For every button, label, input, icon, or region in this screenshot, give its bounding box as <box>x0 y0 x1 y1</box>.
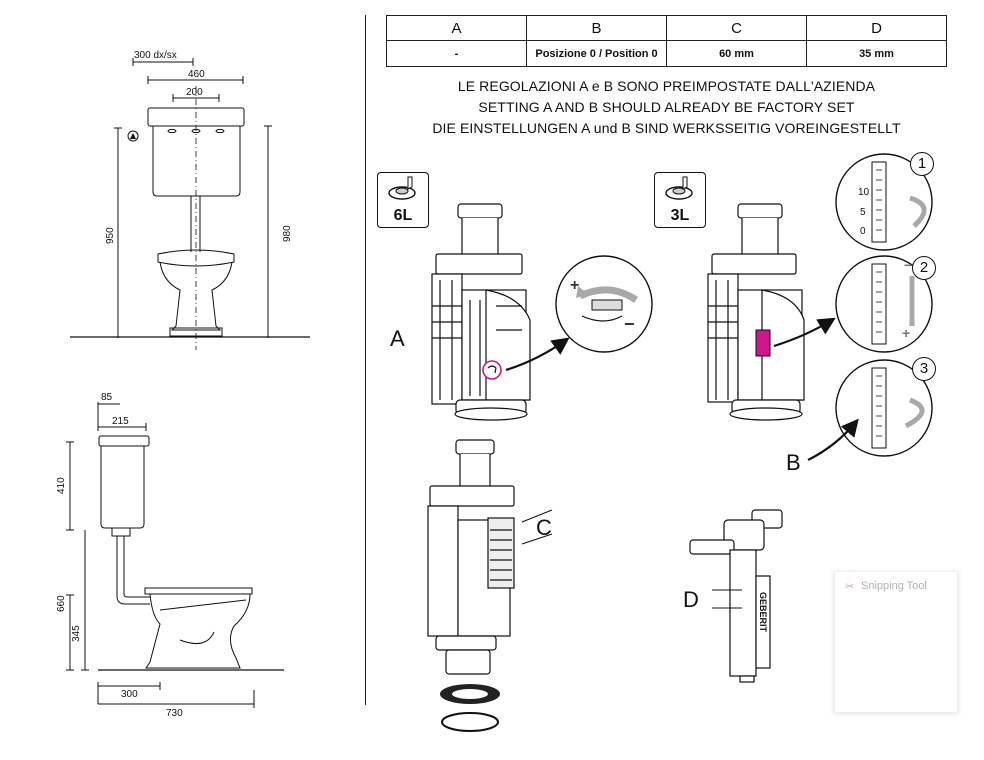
notice-italian: LE REGOLAZIONI A e B SONO PREIMPOSTATE D… <box>457 78 876 94</box>
dim-345: 345 <box>71 625 82 642</box>
badge-6l: 6L <box>377 172 429 228</box>
svg-text:+: + <box>570 277 579 294</box>
dim-85: 85 <box>101 392 113 403</box>
badge-6l-label: 6L <box>393 207 413 224</box>
scale-5: 5 <box>860 207 866 218</box>
push-button-icon <box>665 176 693 200</box>
badge-3l-label: 3L <box>670 207 690 224</box>
callout-c: C <box>536 515 552 540</box>
snipping-tool-popup[interactable]: ✂ Snipping Tool <box>834 571 958 713</box>
header-c: C <box>666 15 807 41</box>
svg-text:+: + <box>902 325 910 341</box>
value-d: 35 mm <box>806 40 947 67</box>
notice-english: SETTING A AND B SHOULD ALREADY BE FACTOR… <box>478 99 855 115</box>
scale-0: 0 <box>860 226 866 237</box>
step-number-3: 3 <box>912 357 936 381</box>
fill-valve-d <box>689 509 783 683</box>
header-a: A <box>386 15 527 41</box>
zoom-detail-a: + − <box>555 255 653 353</box>
dim-460: 460 <box>188 69 205 80</box>
callout-b: B <box>786 450 801 475</box>
brand-text: GEBERIT <box>758 592 768 633</box>
dim-200: 200 <box>186 87 203 98</box>
dimension-drawings: 300 dx/sx 460 200 950 980 85 215 410 660… <box>56 50 310 719</box>
gasket-black <box>440 684 500 704</box>
scale-10: 10 <box>858 187 870 198</box>
value-a: - <box>386 40 527 67</box>
flush-valve-a <box>431 203 531 421</box>
settings-table: A B C D - Posizione 0 / Position 0 60 mm… <box>386 15 947 67</box>
svg-text:−: − <box>624 314 635 334</box>
gasket-ring <box>441 712 499 732</box>
dim-410: 410 <box>56 477 67 494</box>
adjust-slider-b <box>755 329 771 357</box>
flush-valve-b <box>707 203 805 421</box>
notice-german: DIE EINSTELLUNGEN A und B SIND WERKSSEIT… <box>432 120 901 136</box>
value-c: 60 mm <box>666 40 807 67</box>
callout-d: D <box>683 587 699 612</box>
header-d: D <box>806 15 947 41</box>
badge-3l: 3L <box>654 172 706 228</box>
header-b: B <box>526 15 667 41</box>
dim-660: 660 <box>56 595 67 612</box>
snipping-tool-label: Snipping Tool <box>861 580 927 592</box>
svg-text:−: − <box>904 257 912 273</box>
dim-300-dx-sx: 300 dx/sx <box>134 50 177 61</box>
dim-215: 215 <box>112 416 129 427</box>
dim-950: 950 <box>105 227 116 244</box>
divider <box>365 15 366 705</box>
dim-730: 730 <box>166 708 183 719</box>
step-number-1: 1 <box>910 152 934 176</box>
dim-300: 300 <box>121 689 138 700</box>
callout-a: A <box>390 326 405 351</box>
snipping-tool-icon: ✂ <box>845 581 855 593</box>
push-button-icon <box>388 176 416 200</box>
step-number-2: 2 <box>912 256 936 280</box>
value-b: Posizione 0 / Position 0 <box>526 40 667 67</box>
flush-valve-c <box>427 439 515 675</box>
dim-980: 980 <box>282 225 293 242</box>
adjust-knob-a <box>482 360 502 380</box>
